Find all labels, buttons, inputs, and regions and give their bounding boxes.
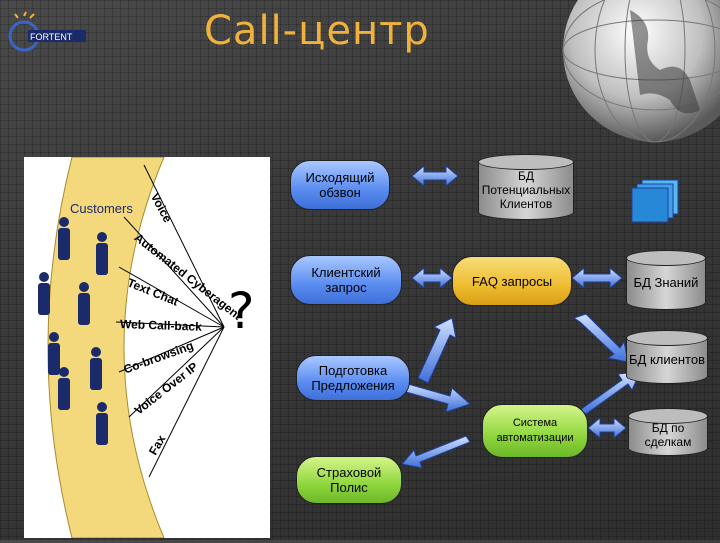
customers-fan-diagram — [38, 156, 225, 539]
node-proposal: Подготовка Предложения — [296, 355, 410, 401]
arrow-automation-deals — [587, 416, 627, 440]
node-faq-requests: FAQ запросы — [452, 256, 572, 306]
page-title: Call-центр — [204, 8, 430, 54]
db-clients: БД клиентов — [626, 330, 708, 384]
arrow-request-faq — [411, 266, 453, 290]
node-automation-system: Система автоматизации — [482, 404, 588, 458]
db-potential-clients-label: БД Потенциальных Клиентов — [478, 161, 574, 220]
node-outgoing-calls: Исходящий обзвон — [290, 160, 390, 210]
db-clients-top — [626, 330, 708, 346]
arrow-proposal-potential — [417, 317, 457, 384]
logo-text: FORTENT — [30, 32, 73, 42]
node-client-request: Клиентский запрос — [290, 255, 402, 305]
arrow-automation-clients — [572, 313, 629, 363]
db-potential-clients: БД Потенциальных Клиентов — [478, 154, 574, 220]
arrow-proposal-automation — [405, 383, 471, 413]
arrow-automation-policy — [401, 435, 471, 469]
db-knowledge-top — [626, 250, 706, 266]
fortent-logo: FORTENT — [8, 11, 86, 52]
globe-icon — [562, 0, 720, 143]
db-deals: БД по сделкам — [628, 408, 708, 456]
node-insurance-policy: Страховой Полис — [296, 456, 402, 504]
db-knowledge: БД Знаний — [626, 250, 706, 310]
question-mark: ? — [228, 282, 255, 340]
customers-panel: Customers Voice Automated Cyberagent Tex… — [24, 156, 270, 539]
customers-label: Customers — [70, 201, 133, 216]
db-potential-clients-top — [478, 154, 574, 170]
documents-stack-icon — [631, 179, 679, 223]
arrow-faq-knowledge — [571, 266, 623, 290]
arrow-outgoing-potential — [411, 164, 459, 188]
db-deals-top — [628, 408, 708, 424]
